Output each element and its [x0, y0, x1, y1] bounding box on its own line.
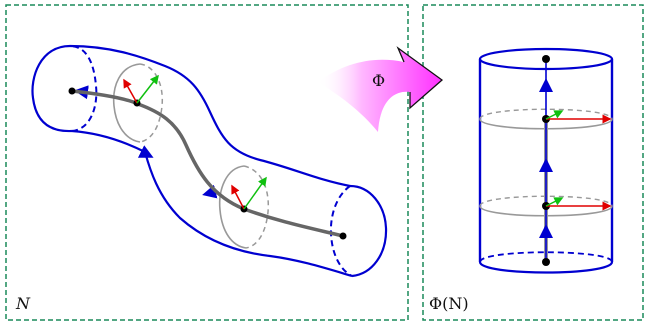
phi-label: Φ — [372, 71, 385, 90]
left-cap-front-dashed — [69, 45, 98, 132]
frame-vector-red-2 — [231, 184, 245, 210]
right-cap-front-dashed — [329, 185, 353, 277]
frame-vector-green-1 — [136, 74, 159, 104]
core-point-end — [339, 232, 347, 240]
disk-1-back — [112, 63, 141, 143]
frame-vector-green-2 — [243, 176, 267, 210]
cyl-point-top — [542, 55, 550, 63]
frame-vector-red-1 — [123, 78, 138, 104]
cyl-vector-green-1 — [545, 110, 564, 120]
left-panel-frame — [5, 4, 409, 321]
right-panel-frame — [422, 4, 644, 321]
tube-tick-1 — [137, 145, 154, 158]
left-cap-back — [31, 44, 73, 133]
tube-upper-outline — [69, 44, 351, 188]
core-curve — [71, 89, 344, 238]
disk-2-front-dashed — [243, 165, 270, 249]
disk-1-front-dashed — [139, 63, 164, 143]
right-panel-label: Φ(N) — [429, 294, 469, 313]
phi-arrow-shape — [318, 48, 442, 132]
phi-map-arrow: Φ — [318, 46, 444, 132]
core-point-start — [68, 87, 76, 95]
phi-arrow-head-outline — [396, 46, 444, 110]
disk-2-back — [218, 165, 247, 249]
cylinder-bottom-front — [478, 261, 614, 274]
tube-lower-outline — [71, 129, 353, 278]
tube-N — [31, 44, 388, 278]
right-cap-back — [349, 184, 388, 278]
cyl-point-bottom — [542, 258, 550, 266]
left-panel-label: N — [15, 294, 31, 313]
cyl-vector-green-2 — [545, 197, 564, 207]
tube-tick-2 — [202, 184, 218, 199]
